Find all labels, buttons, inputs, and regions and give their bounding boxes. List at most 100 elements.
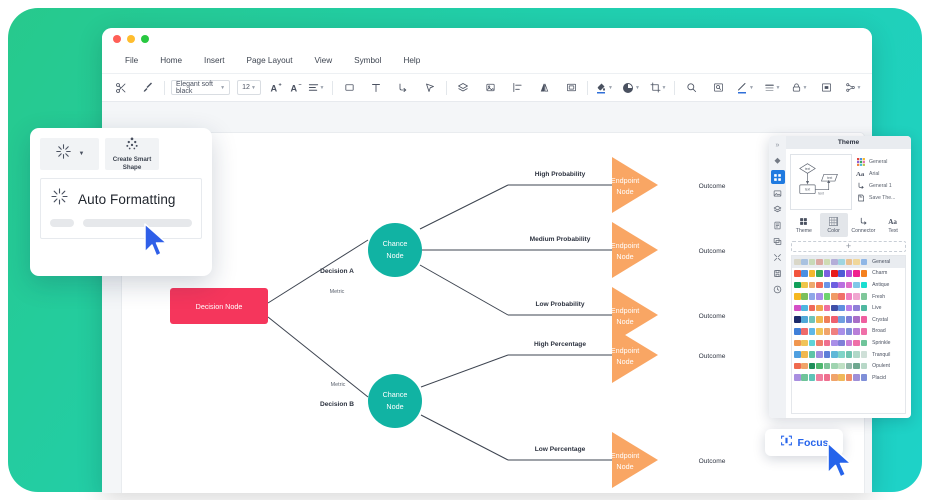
color-swatch[interactable] [801,363,808,370]
color-swatch[interactable] [861,282,868,289]
color-swatch[interactable] [846,340,853,347]
menu-page-layout[interactable]: Page Layout [236,49,304,73]
color-swatch[interactable] [809,340,816,347]
line-weight-icon[interactable]: ▼ [762,78,782,98]
auto-formatting-panel[interactable]: ▼ Create Smart Shape [30,128,212,276]
color-swatch[interactable] [831,363,838,370]
connector-line-icon[interactable] [393,78,413,98]
theme-option-font[interactable]: Aa Arial [856,169,907,178]
find-replace-icon[interactable] [708,78,728,98]
color-swatch[interactable] [846,305,853,312]
font-size-select[interactable]: 12 ▼ [237,80,261,95]
color-swatch[interactable] [801,316,808,323]
chance-node-bottom[interactable]: Chance Node [368,374,422,428]
decision-node[interactable]: Decision Node [170,288,268,324]
tab-connector[interactable]: Connector [850,213,878,237]
color-swatch[interactable] [853,305,860,312]
color-swatch[interactable] [824,293,831,300]
color-swatch[interactable] [816,351,823,358]
rectangle-shape-icon[interactable] [339,78,359,98]
endpoint-node-5[interactable]: Endpoint Node [611,432,658,488]
color-swatch[interactable] [809,363,816,370]
color-swatch[interactable] [801,259,808,266]
color-swatch[interactable] [809,316,816,323]
fill-style-icon[interactable] [771,154,785,168]
color-swatch[interactable] [838,374,845,381]
color-swatch[interactable] [861,305,868,312]
theme-option-connector[interactable]: General 1 [856,181,907,190]
add-palette-button[interactable]: + [791,241,906,252]
color-swatch[interactable] [846,316,853,323]
color-swatch[interactable] [824,351,831,358]
color-swatch[interactable] [824,305,831,312]
endpoint-node-4[interactable]: Endpoint Node [611,327,658,383]
tab-text[interactable]: Aa Text [879,213,907,237]
color-swatch[interactable] [853,282,860,289]
palette-row[interactable]: Antique [792,279,905,291]
color-swatch[interactable] [824,259,831,266]
distribute-icon[interactable] [507,78,527,98]
font-name-select[interactable]: Elegant soft black ▼ [171,80,230,95]
color-swatch[interactable] [824,340,831,347]
color-swatch[interactable] [801,374,808,381]
color-swatch[interactable] [816,363,823,370]
color-swatch[interactable] [838,282,845,289]
auto-format-button[interactable]: ▼ [40,138,99,170]
theme-panel[interactable]: » Theme [769,136,911,418]
color-swatch[interactable] [809,270,816,277]
color-swatch[interactable] [853,374,860,381]
palette-row[interactable]: Opulent [792,360,905,372]
color-swatch[interactable] [861,374,868,381]
text-align-icon[interactable]: ▼ [306,78,326,98]
color-swatch[interactable] [846,351,853,358]
color-swatch[interactable] [831,259,838,266]
color-swatch[interactable] [838,316,845,323]
palette-row[interactable]: Crystal [792,314,905,326]
color-swatch[interactable] [809,293,816,300]
flip-icon[interactable] [534,78,554,98]
color-swatch[interactable] [816,282,823,289]
menu-help[interactable]: Help [392,49,431,73]
chance-node-top[interactable]: Chance Node [368,223,422,277]
palette-row[interactable]: General [792,256,905,268]
color-swatch[interactable] [861,328,868,335]
color-swatch[interactable] [816,259,823,266]
color-swatch[interactable] [794,305,801,312]
color-swatch[interactable] [838,351,845,358]
color-swatch[interactable] [838,305,845,312]
color-swatch[interactable] [861,340,868,347]
palette-row[interactable]: Fresh [792,291,905,303]
color-swatch[interactable] [831,293,838,300]
color-swatch[interactable] [824,282,831,289]
menu-insert[interactable]: Insert [193,49,235,73]
theme-option-general[interactable]: General [856,157,907,166]
color-swatch[interactable] [861,363,868,370]
theme-diagram-preview[interactable]: text text text text [790,154,852,210]
text-box-icon[interactable] [366,78,386,98]
color-swatch[interactable] [794,351,801,358]
palette-row[interactable]: Placid [792,372,905,384]
shape-style-icon[interactable]: ▼ [621,78,641,98]
color-swatch[interactable] [838,328,845,335]
document-canvas[interactable]: Decision Node Chance Node Chance Node [122,133,864,493]
palette-row[interactable]: Broad [792,326,905,338]
collapse-panel-icon[interactable]: » [771,138,785,152]
color-swatch[interactable] [809,351,816,358]
tab-theme[interactable]: Theme [790,213,818,237]
color-swatch[interactable] [809,282,816,289]
color-swatch[interactable] [794,293,801,300]
color-swatch[interactable] [801,340,808,347]
image-panel-icon[interactable] [771,186,785,200]
color-swatch[interactable] [831,305,838,312]
color-swatch[interactable] [853,340,860,347]
color-swatch[interactable] [801,351,808,358]
palette-list[interactable]: GeneralCharmAntiqueFreshLiveCrystalBroad… [791,255,906,414]
color-swatch[interactable] [846,293,853,300]
color-swatch[interactable] [846,259,853,266]
chevron-down-icon[interactable]: ▼ [79,151,85,157]
layers-icon[interactable] [453,78,473,98]
color-swatch[interactable] [809,374,816,381]
color-swatch[interactable] [824,270,831,277]
color-swatch[interactable] [831,316,838,323]
color-swatch[interactable] [853,316,860,323]
